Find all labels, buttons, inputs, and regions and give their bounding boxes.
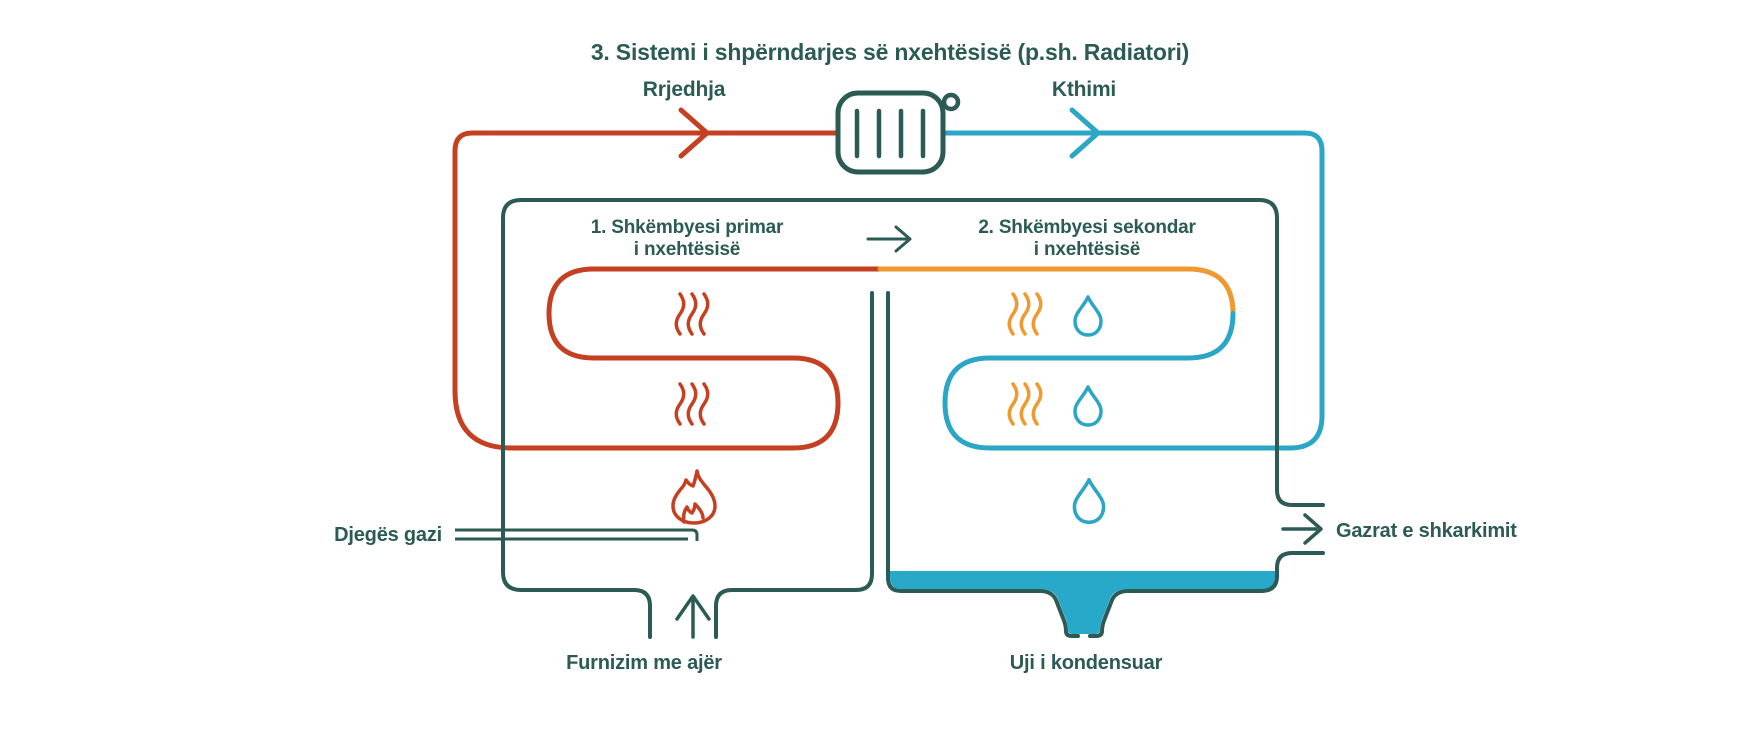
heat-waves-icon: [1007, 382, 1043, 426]
condensate-water-fill: [890, 571, 1275, 634]
air-supply-label: Furnizim me ajër: [566, 652, 722, 674]
arrow-right-icon: [866, 225, 912, 253]
exhaust-gases-label: Gazrat e shkarkimit: [1336, 520, 1517, 542]
water-drop-icon: [1073, 385, 1103, 427]
return-arrow-icon: [1069, 107, 1101, 159]
heat-waves-icon: [1007, 292, 1043, 336]
primary-exchanger-label: 1. Shkëmbyesi primar: [591, 217, 784, 238]
secondary-exchanger-label: 2. Shkëmbyesi sekondar: [978, 217, 1196, 238]
radiator-icon: [835, 90, 961, 175]
condensate-tray-right: [1088, 551, 1325, 638]
flame-icon: [671, 469, 717, 525]
water-drop-icon: [1073, 295, 1103, 337]
return-label: Kthimi: [1052, 78, 1116, 101]
boiler-casing-bottom: [714, 291, 874, 639]
flow-pipe-red: [452, 130, 885, 451]
water-drop-icon: [1072, 477, 1106, 525]
diagram-title: 3. Sistemi i shpërndarjes së nxehtësisë …: [591, 39, 1189, 65]
arrow-up-icon: [675, 594, 711, 639]
secondary-exchanger-label-line2: i nxehtësisë: [1034, 239, 1140, 260]
gas-burner-label: Djegës gazi: [334, 524, 442, 546]
flow-label: Rrjedhja: [643, 78, 726, 101]
heat-waves-icon: [674, 292, 710, 336]
condensed-water-label: Uji i kondensuar: [1010, 652, 1163, 674]
boiler-casing-left: [501, 198, 1325, 639]
flow-arrow-icon: [678, 107, 710, 159]
pipe-orange: [877, 266, 1236, 316]
condensate-tray-left: [886, 291, 1080, 638]
primary-exchanger-label-line2: i nxehtësisë: [634, 239, 740, 260]
arrow-right-icon: [1281, 513, 1323, 545]
gas-supply-pipe: [455, 528, 699, 541]
heat-waves-icon: [674, 382, 710, 426]
return-pipe-blue: [942, 130, 1325, 451]
